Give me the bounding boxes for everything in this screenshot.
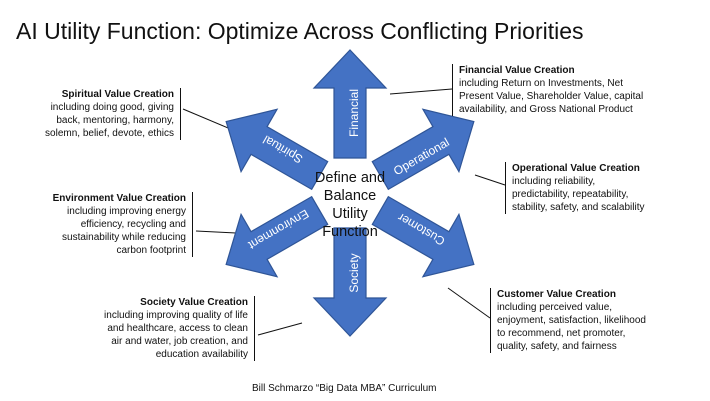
card-operational-line: stability, safety, and scalability [512, 202, 645, 213]
card-spiritual-line: back, mentoring, harmony, [56, 115, 174, 126]
card-society-line: including improving quality of life [104, 310, 248, 321]
card-financial-heading: Financial Value Creation [459, 65, 575, 76]
card-spiritual: Spiritual Value Creation including doing… [24, 88, 181, 140]
card-society: Society Value Creation including improvi… [70, 296, 255, 361]
leader-society [257, 322, 303, 336]
leader-customer [447, 287, 491, 319]
card-society-heading: Society Value Creation [140, 297, 248, 308]
arrow-spiritual: Spiritual [225, 108, 329, 191]
card-customer-line: to recommend, net promoter, [497, 328, 626, 339]
card-financial: Financial Value Creation including Retur… [452, 64, 684, 116]
leader-environment [195, 230, 237, 234]
card-operational-line: predictability, repeatability, [512, 189, 629, 200]
card-environment-heading: Environment Value Creation [52, 193, 186, 204]
card-financial-line: Present Value, Shareholder Value, capita… [459, 91, 644, 102]
center-line-3: Utility [332, 206, 368, 222]
arrow-financial: Financial [312, 49, 388, 159]
card-spiritual-line: solemn, belief, devote, ethics [45, 128, 174, 139]
center-line-4: Function [322, 224, 378, 240]
card-customer-line: including perceived value, [497, 302, 613, 313]
center-line-1: Define and [315, 170, 385, 186]
center-line-2: Balance [324, 188, 376, 204]
arrow-label-society: Society [347, 253, 361, 292]
card-operational: Operational Value Creation including rel… [505, 162, 692, 214]
card-operational-line: including reliability, [512, 176, 596, 187]
card-society-line: air and water, job creation, and [111, 336, 248, 347]
footer-credit: Bill Schmarzo “Big Data MBA” Curriculum [252, 383, 437, 394]
card-society-line: and healthcare, access to clean [107, 323, 248, 334]
card-environment: Environment Value Creation including imp… [42, 192, 193, 257]
card-financial-line: availability, and Gross National Product [459, 104, 633, 115]
center-label: Define and Balance Utility Function [315, 170, 385, 240]
card-environment-line: sustainability while reducing [62, 232, 186, 243]
slide-title: AI Utility Function: Optimize Across Con… [16, 18, 584, 44]
card-society-line: education availability [155, 349, 248, 360]
arrow-society: Society [312, 227, 388, 337]
card-customer-heading: Customer Value Creation [497, 289, 616, 300]
card-spiritual-heading: Spiritual Value Creation [61, 89, 174, 100]
card-operational-heading: Operational Value Creation [512, 163, 640, 174]
card-environment-line: efficiency, recycling and [80, 219, 186, 230]
arrow-customer: Customer [371, 195, 475, 278]
leader-operational [474, 174, 506, 186]
card-spiritual-line: including doing good, giving [50, 102, 174, 113]
card-environment-line: including improving energy [67, 206, 186, 217]
card-financial-line: including Return on Investments, Net [459, 78, 623, 89]
leader-financial [389, 88, 453, 95]
card-customer: Customer Value Creation including percei… [490, 288, 687, 353]
arrow-environment: Environment [225, 195, 329, 278]
card-customer-line: enjoyment, satisfaction, likelihood [497, 315, 646, 326]
card-customer-line: quality, safety, and fairness [497, 341, 617, 352]
card-environment-line: carbon footprint [116, 245, 187, 256]
arrow-label-financial: Financial [347, 89, 361, 137]
